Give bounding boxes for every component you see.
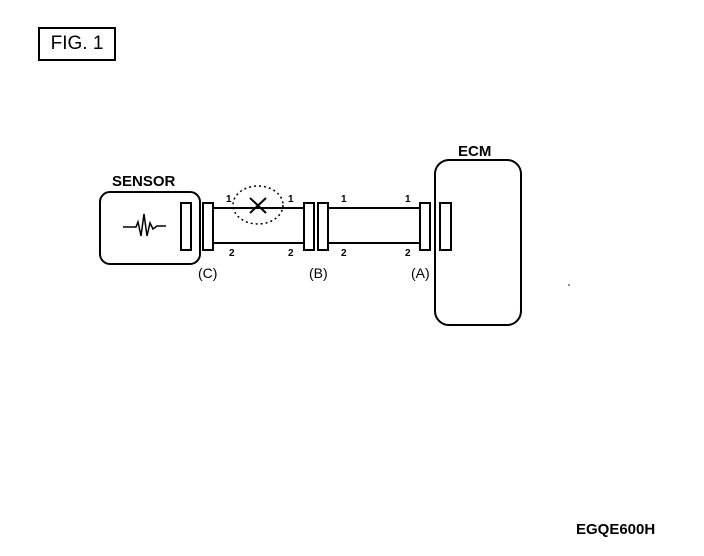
pin-b-left-2: 2	[288, 248, 294, 259]
connector-b-label: (B)	[309, 265, 328, 281]
figure-label: FIG. 1	[38, 27, 116, 61]
document-code: EGQE600H	[576, 521, 656, 538]
pin-c-1: 1	[226, 194, 232, 205]
pin-b-right-1: 1	[341, 194, 347, 205]
pin-a-1: 1	[405, 194, 411, 205]
stray-mark	[568, 284, 570, 286]
connector-a-label: (A)	[411, 265, 430, 281]
connector-c-label: (C)	[198, 265, 217, 281]
connector-b-right	[317, 202, 329, 251]
pin-b-left-1: 1	[288, 194, 294, 205]
connector-a-right	[439, 202, 452, 251]
fault-highlight-circle	[232, 185, 284, 225]
sensor-box	[99, 191, 201, 265]
pin-c-2: 2	[229, 248, 235, 259]
sensor-signal-icon	[123, 213, 166, 237]
connector-b-left	[303, 202, 315, 251]
ecm-label: ECM	[458, 143, 491, 160]
fault-cross-icon-stroke	[249, 197, 267, 214]
ecm-box	[434, 159, 522, 326]
connector-a-left	[419, 202, 431, 251]
pin-b-right-2: 2	[341, 248, 347, 259]
sensor-connector	[180, 202, 192, 251]
connector-c	[202, 202, 214, 251]
sensor-label: SENSOR	[112, 173, 176, 190]
pin-a-2: 2	[405, 248, 411, 259]
